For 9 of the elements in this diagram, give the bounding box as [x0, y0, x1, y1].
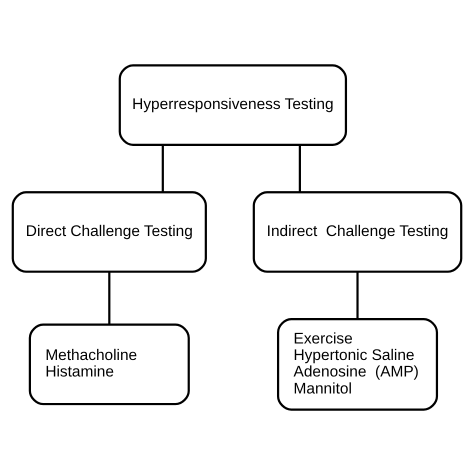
connector [108, 271, 110, 324]
node-box: Indirect Challenge Testing [252, 190, 462, 272]
connector [298, 144, 301, 192]
connector [356, 271, 359, 319]
node-box: Exercise Hypertonic Saline Adenosine (AMP) Mannitol [276, 318, 438, 410]
connector [162, 144, 164, 192]
node-box: Hyperresponsiveness Testing [118, 64, 348, 146]
node-box: Methacholine Histamine [28, 323, 190, 405]
node-box: Direct Challenge Testing [12, 190, 207, 272]
